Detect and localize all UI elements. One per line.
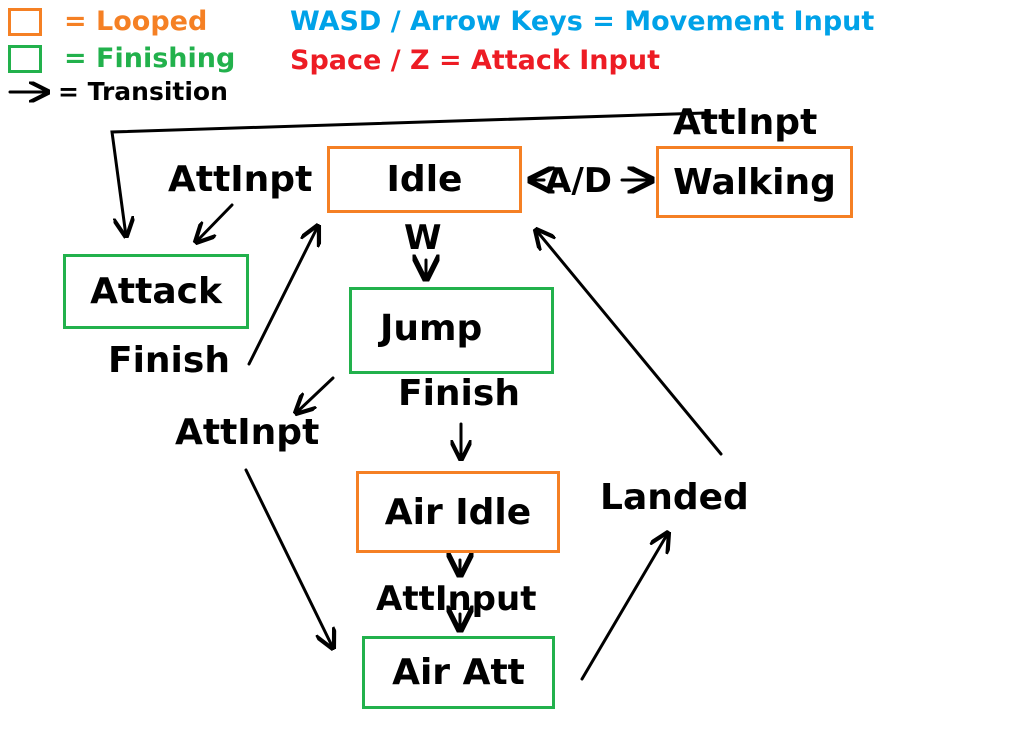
legend-movement-input: WASD / Arrow Keys = Movement Input xyxy=(290,6,875,37)
arrow-air-att-to-landed xyxy=(580,533,668,681)
state-air-att-label: Air Att xyxy=(392,652,525,693)
arrow-landed-to-idle xyxy=(536,230,723,456)
legend-looped-label: = Looped xyxy=(64,6,208,37)
arrow-attack-to-idle xyxy=(247,226,318,366)
label-jump-to-air-att: AttInpt xyxy=(175,412,320,453)
state-idle: Idle xyxy=(327,146,522,213)
state-walking: Walking xyxy=(656,146,853,218)
legend-finishing-label: = Finishing xyxy=(64,43,236,74)
arrow-walking-to-attack xyxy=(110,111,707,236)
label-idle-to-jump: W xyxy=(404,218,442,258)
label-attack-to-idle: Finish xyxy=(108,340,230,381)
state-attack-label: Attack xyxy=(90,271,222,312)
legend-finishing-swatch xyxy=(8,45,42,73)
legend-looped-swatch xyxy=(8,8,42,36)
label-walking-to-attack: AttInpt xyxy=(673,102,818,143)
state-jump: Jump xyxy=(349,287,554,374)
arrow-idle-to-attack xyxy=(196,203,234,242)
state-attack: Attack xyxy=(63,254,249,329)
state-jump-label: Jump xyxy=(380,308,483,349)
state-idle-label: Idle xyxy=(386,159,463,200)
label-jump-to-air-idle: Finish xyxy=(398,373,520,414)
state-air-idle-label: Air Idle xyxy=(384,491,532,533)
state-air-att: Air Att xyxy=(362,636,555,709)
label-air-idle-to-air-att: AttInput xyxy=(376,579,537,619)
label-idle-walking: A/D xyxy=(545,161,612,201)
state-walking-label: Walking xyxy=(673,161,836,203)
label-air-att-to-idle: Landed xyxy=(600,477,749,518)
legend-attack-input: Space / Z = Attack Input xyxy=(290,45,660,76)
state-air-idle: Air Idle xyxy=(356,471,560,553)
arrow-attinpt-to-air-att xyxy=(244,468,333,648)
label-idle-to-attack: AttInpt xyxy=(168,159,313,200)
arrow-jump-to-attinpt xyxy=(296,376,335,413)
legend-transition-label: = Transition xyxy=(58,77,228,106)
